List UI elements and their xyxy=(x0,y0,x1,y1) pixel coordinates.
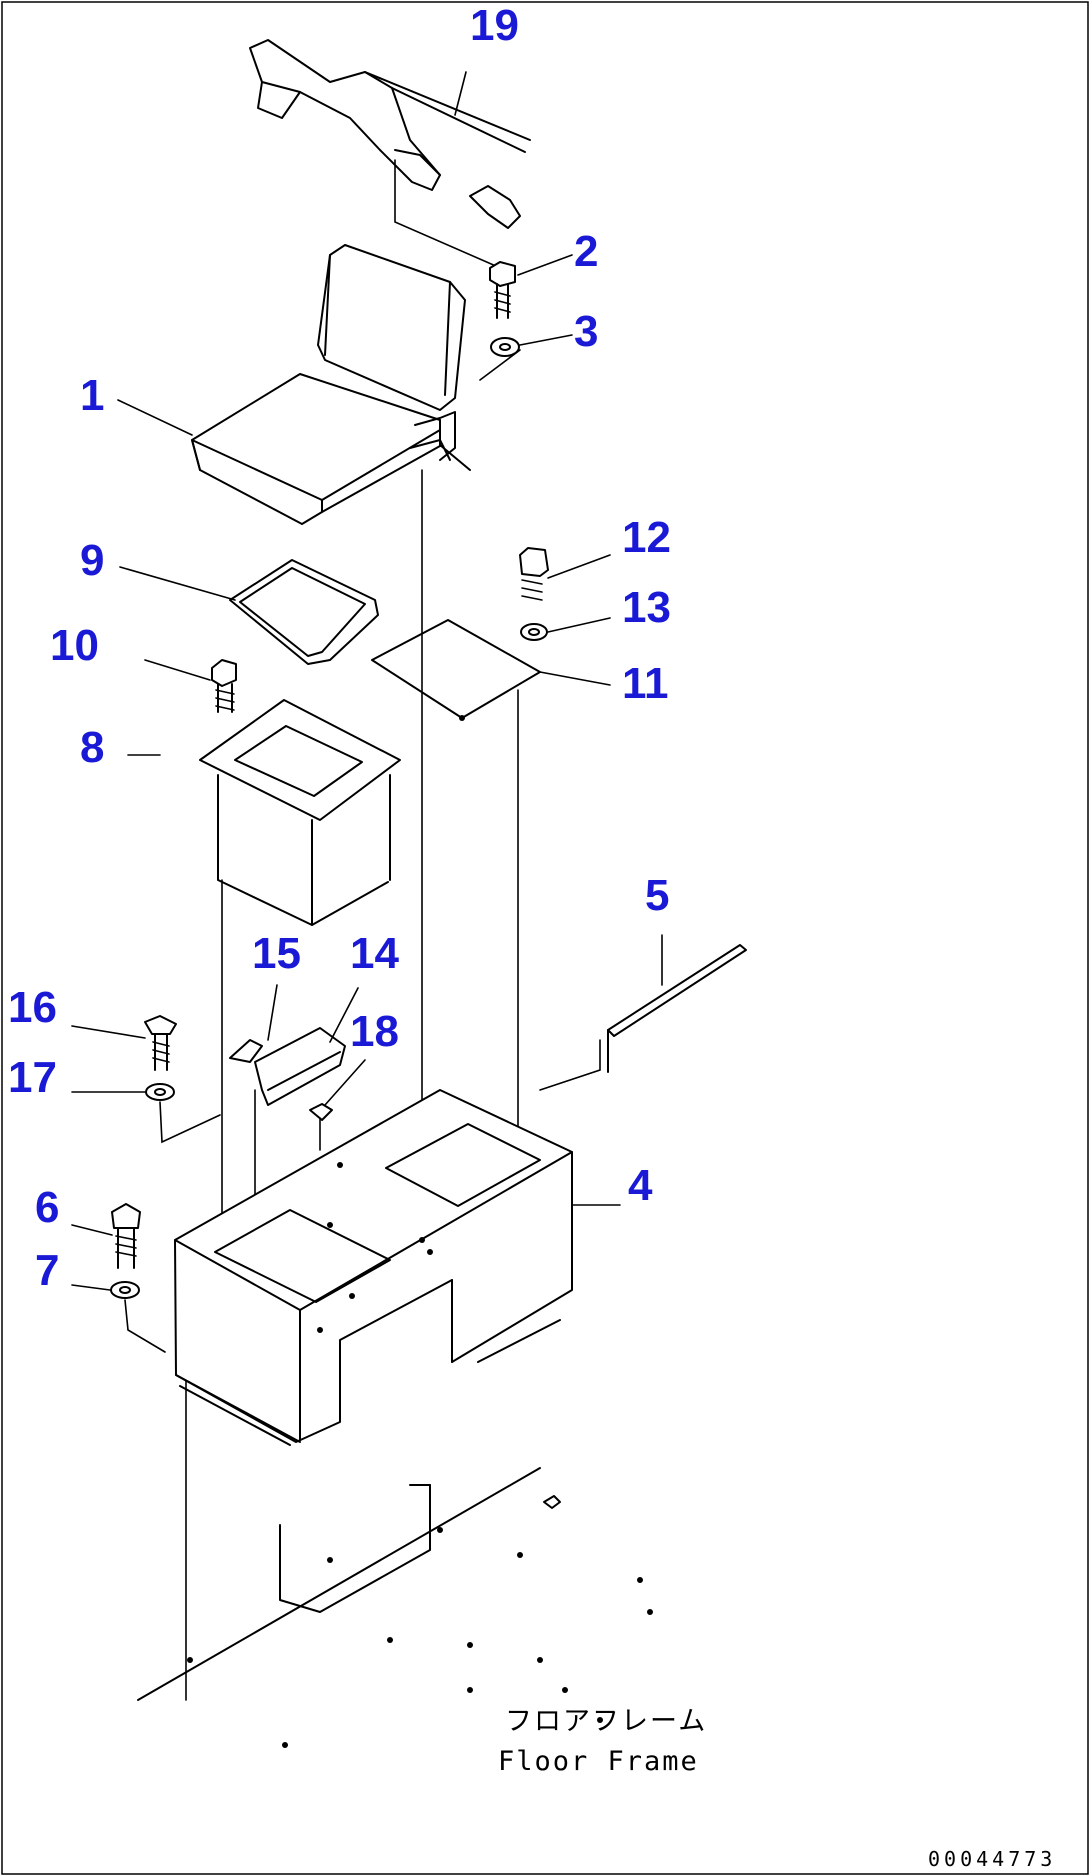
washer-part-3 xyxy=(479,337,521,381)
caption-japanese: フロアフレーム xyxy=(505,1706,707,1737)
bracket-parts-14-15 xyxy=(229,1027,346,1201)
caption-english: Floor Frame xyxy=(498,1746,699,1777)
screw-part-10 xyxy=(211,659,237,713)
callout-1: 1 xyxy=(80,371,104,420)
callout-2: 2 xyxy=(574,227,598,276)
callout-12: 12 xyxy=(622,513,671,562)
cover-plate-part-11 xyxy=(371,619,541,721)
cap-part-12 xyxy=(519,547,549,601)
document-id: 00044773 xyxy=(928,1847,1056,1871)
duct-part-8 xyxy=(199,699,401,926)
callout-11: 11 xyxy=(622,659,669,708)
callout-18: 18 xyxy=(350,1007,399,1056)
callout-5: 5 xyxy=(645,871,669,920)
gasket-part-9 xyxy=(229,559,379,665)
leader-lines xyxy=(71,71,663,1291)
seat-part-1 xyxy=(191,244,471,525)
floor-frame xyxy=(137,1467,653,1748)
bolt-part-16 xyxy=(144,1015,177,1071)
washer-part-17 xyxy=(145,1083,221,1144)
bolt-part-6 xyxy=(111,1203,141,1269)
callout-6: 6 xyxy=(35,1183,59,1232)
armrest-part-19 xyxy=(249,39,531,271)
callout-13: 13 xyxy=(622,583,671,632)
washer-part-13 xyxy=(520,623,548,641)
callout-15: 15 xyxy=(252,929,301,978)
callout-7: 7 xyxy=(35,1246,59,1295)
callout-3: 3 xyxy=(574,307,598,356)
callout-16: 16 xyxy=(8,983,57,1032)
clip-part-18 xyxy=(309,1103,333,1151)
seat-box-part-4 xyxy=(174,1089,621,1446)
strip-part-5 xyxy=(539,944,747,1091)
callout-8: 8 xyxy=(80,723,104,772)
callout-9: 9 xyxy=(80,536,104,585)
callout-19: 19 xyxy=(470,1,519,50)
bolt-part-2 xyxy=(489,261,516,319)
callout-4: 4 xyxy=(628,1161,653,1210)
callout-10: 10 xyxy=(50,621,99,670)
callouts: 19 2 3 1 9 10 8 12 13 11 5 15 14 18 16 1… xyxy=(8,1,671,1295)
callout-17: 17 xyxy=(8,1053,57,1102)
callout-14: 14 xyxy=(350,929,399,978)
washer-part-7 xyxy=(110,1281,166,1353)
